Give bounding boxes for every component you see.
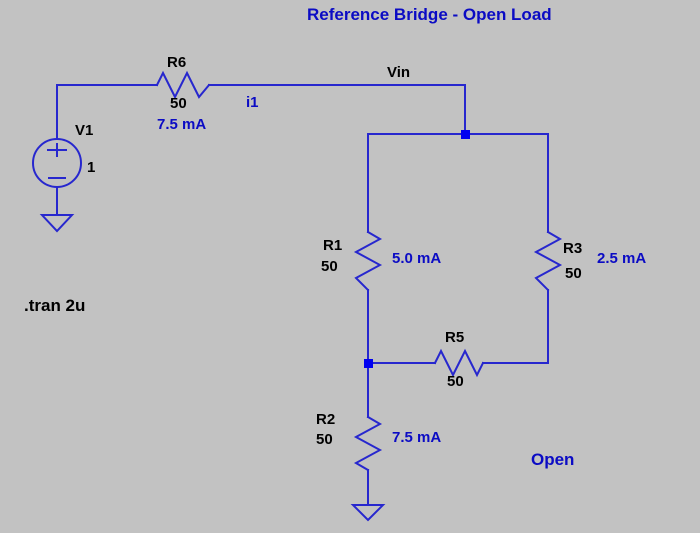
junction-dot-mid xyxy=(364,359,373,368)
resistor-R2-symbol[interactable] xyxy=(353,415,383,472)
component-value-V1[interactable]: 1 xyxy=(87,159,96,176)
voltage-source-V1[interactable] xyxy=(32,138,82,188)
component-name-R3[interactable]: R3 xyxy=(563,240,583,257)
wire-r6-to-vin-node xyxy=(208,84,466,135)
resistor-R6-symbol[interactable] xyxy=(155,70,211,100)
component-name-R5[interactable]: R5 xyxy=(445,329,465,346)
annotation-open: Open xyxy=(531,450,575,469)
component-value-R6[interactable]: 50 xyxy=(170,95,187,112)
component-value-R2[interactable]: 50 xyxy=(316,431,333,448)
component-value-R5[interactable]: 50 xyxy=(447,373,464,390)
current-annotation-R2: 7.5 mA xyxy=(392,429,442,446)
wires xyxy=(56,84,549,506)
component-name-R1[interactable]: R1 xyxy=(323,237,343,254)
net-label-vin[interactable]: Vin xyxy=(387,64,411,81)
resistor-R5-symbol[interactable] xyxy=(433,348,485,378)
annotation-i1: i1 xyxy=(246,94,259,111)
current-annotation-R1: 5.0 mA xyxy=(392,250,442,267)
resistor-R3-symbol[interactable] xyxy=(533,230,563,292)
ground-icon[interactable] xyxy=(39,214,75,233)
current-annotation-R6: 7.5 mA xyxy=(157,116,207,133)
spice-directive[interactable]: .tran 2u xyxy=(24,296,86,315)
resistor-R1-symbol[interactable] xyxy=(353,230,383,292)
component-value-R1[interactable]: 50 xyxy=(321,258,338,275)
junction-dot-vin xyxy=(461,130,470,139)
component-name-V1[interactable]: V1 xyxy=(75,122,94,139)
schematic-title: Reference Bridge - Open Load xyxy=(307,5,552,24)
voltage-source-circle xyxy=(32,138,82,188)
ground-icon[interactable] xyxy=(350,504,386,522)
component-name-R2[interactable]: R2 xyxy=(316,411,336,428)
wire-v1-to-r6 xyxy=(56,84,158,140)
current-annotation-R3: 2.5 mA xyxy=(597,250,647,267)
component-name-R6[interactable]: R6 xyxy=(167,54,187,71)
component-value-R3[interactable]: 50 xyxy=(565,265,582,282)
